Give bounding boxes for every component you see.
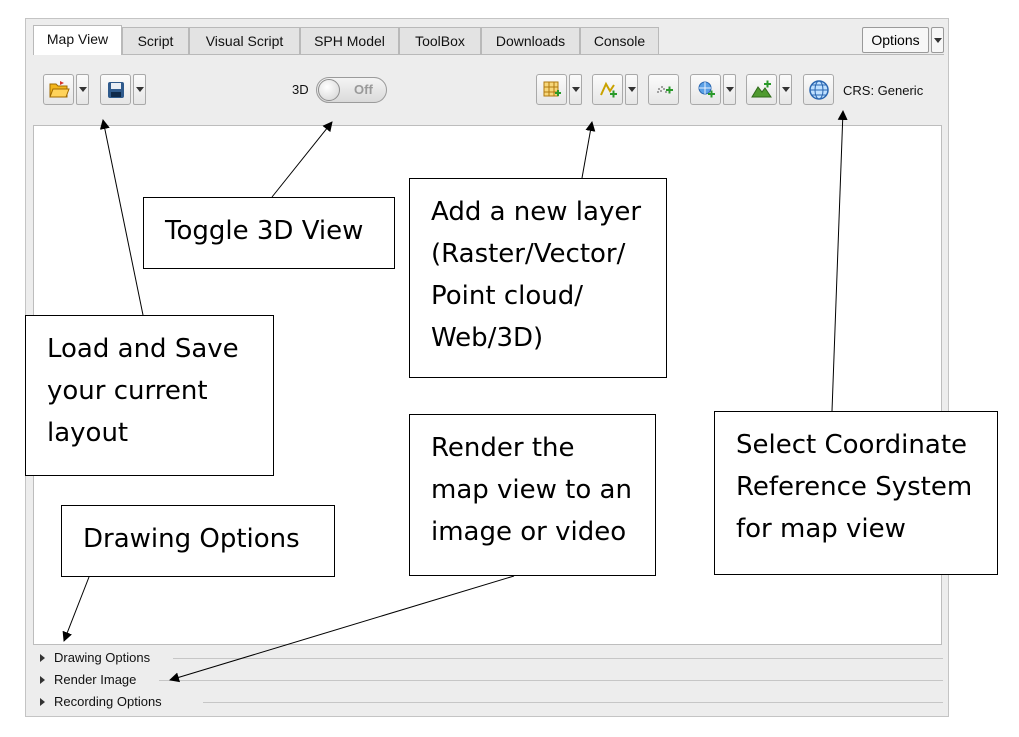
tab-map-view[interactable]: Map View — [33, 25, 122, 55]
crs-label: CRS: Generic — [843, 83, 924, 98]
vector-layer-icon — [599, 81, 617, 97]
callout-line: Toggle 3D View — [165, 216, 364, 246]
3d-layer-dropdown-button[interactable] — [779, 74, 792, 105]
callout-line: Point cloud/ — [431, 281, 583, 311]
render-image-label: Render Image — [54, 672, 137, 687]
callout-toggle-3d: Toggle 3D View — [143, 197, 395, 269]
terrain-3d-icon — [750, 80, 772, 97]
callout-line: (Raster/Vector/ — [431, 239, 626, 269]
toggle-knob — [318, 79, 340, 101]
callout-line: for map view — [736, 514, 906, 544]
recording-options-label: Recording Options — [54, 694, 162, 709]
chevron-down-icon — [781, 87, 790, 92]
globe-icon — [808, 79, 829, 100]
raster-dropdown-button[interactable] — [569, 74, 582, 105]
callout-line: image or video — [431, 517, 627, 547]
tab-divider — [33, 54, 944, 55]
drawing-options-label: Drawing Options — [54, 650, 151, 665]
section-divider — [173, 658, 943, 659]
select-crs-button[interactable] — [803, 74, 834, 105]
callout-line: Load and Save — [47, 334, 239, 364]
add-raster-layer-button[interactable] — [536, 74, 567, 105]
tab-visual-script[interactable]: Visual Script — [189, 27, 300, 55]
tab-downloads[interactable]: Downloads — [481, 27, 580, 55]
section-divider — [203, 702, 943, 703]
web-layer-dropdown-button[interactable] — [723, 74, 736, 105]
save-layout-button[interactable] — [100, 74, 131, 105]
chevron-down-icon — [78, 87, 87, 92]
point-cloud-icon — [656, 85, 673, 93]
expand-arrow-icon — [40, 698, 45, 706]
callout-add-layer: Add a new layer (Raster/Vector/ Point cl… — [409, 178, 667, 378]
options-button[interactable]: Options — [862, 27, 929, 53]
expand-arrow-icon — [40, 676, 45, 684]
options-dropdown-button[interactable] — [931, 27, 944, 53]
callout-line: your current — [47, 376, 208, 406]
add-web-layer-button[interactable] — [690, 74, 721, 105]
tab-toolbox[interactable]: ToolBox — [399, 27, 481, 55]
callout-render: Render the map view to an image or video — [409, 414, 656, 576]
add-point-cloud-button[interactable] — [648, 74, 679, 105]
recording-options-section[interactable]: Recording Options — [33, 693, 943, 713]
expand-arrow-icon — [40, 654, 45, 662]
tab-script[interactable]: Script — [122, 27, 189, 55]
callout-line: map view to an — [431, 475, 632, 505]
add-vector-layer-button[interactable] — [592, 74, 623, 105]
callout-line: Drawing Options — [83, 524, 300, 554]
add-3d-layer-button[interactable] — [746, 74, 777, 105]
chevron-down-icon — [627, 87, 636, 92]
web-layer-icon — [698, 81, 715, 97]
drawing-options-section[interactable]: Drawing Options — [33, 649, 943, 669]
chevron-down-icon — [725, 87, 734, 92]
load-dropdown-button[interactable] — [76, 74, 89, 105]
render-image-section[interactable]: Render Image — [33, 671, 943, 691]
callout-line: Reference System — [736, 472, 973, 502]
load-layout-button[interactable] — [43, 74, 74, 105]
callout-load-save: Load and Save your current layout — [25, 315, 274, 476]
callout-crs: Select Coordinate Reference System for m… — [714, 411, 998, 575]
callout-line: Web/3D) — [431, 323, 544, 353]
chevron-down-icon — [571, 87, 580, 92]
tab-sph-model[interactable]: SPH Model — [300, 27, 399, 55]
raster-grid-icon — [543, 81, 561, 96]
callout-drawing-options: Drawing Options — [61, 505, 335, 577]
callout-line: Add a new layer — [431, 197, 642, 227]
tab-console[interactable]: Console — [580, 27, 659, 55]
chevron-down-icon — [135, 87, 144, 92]
callout-line: layout — [47, 418, 129, 448]
vector-dropdown-button[interactable] — [625, 74, 638, 105]
save-disk-icon — [107, 81, 124, 98]
toggle-3d-switch[interactable]: Off — [316, 77, 387, 103]
toggle-state-label: Off — [354, 82, 373, 97]
save-dropdown-button[interactable] — [133, 74, 146, 105]
callout-line: Render the — [431, 433, 575, 463]
chevron-down-icon — [934, 38, 942, 43]
section-divider — [159, 680, 943, 681]
3d-label: 3D — [292, 82, 309, 97]
callout-line: Select Coordinate — [736, 430, 968, 460]
open-folder-icon — [48, 80, 70, 97]
